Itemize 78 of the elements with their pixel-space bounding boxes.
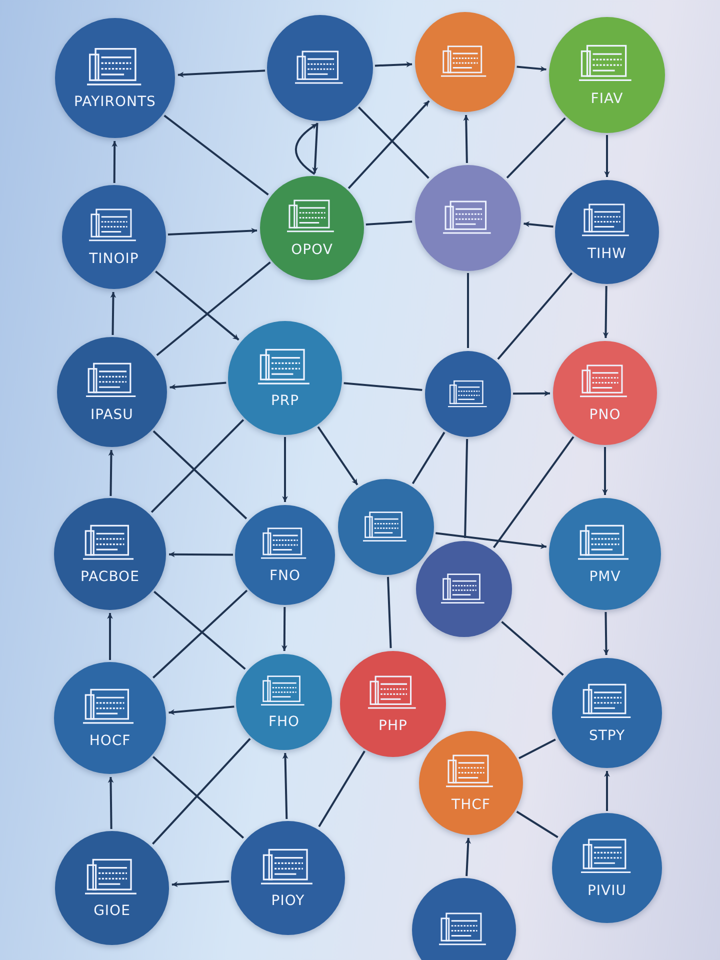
node-label: FIAV bbox=[590, 90, 624, 107]
connector-line bbox=[516, 810, 558, 838]
arrow bbox=[463, 114, 470, 164]
connector-line bbox=[366, 220, 412, 226]
arrow bbox=[282, 752, 288, 820]
connector-line bbox=[518, 738, 556, 760]
arrow bbox=[436, 532, 547, 549]
icon-circle bbox=[415, 165, 521, 271]
node-label: STPY bbox=[588, 728, 626, 744]
arrow bbox=[604, 771, 610, 811]
arrow bbox=[112, 141, 118, 183]
connector-line bbox=[152, 756, 244, 839]
connector-line bbox=[150, 419, 244, 513]
connector-line bbox=[501, 621, 564, 676]
arrow bbox=[110, 292, 116, 336]
arrow bbox=[374, 62, 412, 68]
arrow bbox=[108, 776, 114, 830]
node-label: TIHW bbox=[587, 246, 627, 262]
connector-line bbox=[344, 382, 422, 391]
arrow bbox=[348, 100, 430, 189]
node-label: HOCF bbox=[89, 732, 131, 749]
node-label: PACBOE bbox=[80, 568, 140, 585]
connector-line bbox=[467, 273, 469, 348]
process-circle bbox=[419, 731, 523, 835]
connector-line bbox=[464, 438, 468, 538]
arrow bbox=[170, 382, 226, 390]
node-label: FHO bbox=[268, 714, 300, 730]
arrow bbox=[602, 286, 609, 338]
node-label: PIVIU bbox=[587, 882, 627, 899]
arrow bbox=[108, 450, 114, 496]
arrow bbox=[169, 551, 233, 558]
connector-line bbox=[164, 114, 269, 196]
arrow bbox=[312, 122, 318, 174]
node-label: PMV bbox=[589, 568, 621, 585]
arrow bbox=[603, 612, 610, 656]
arrow bbox=[281, 607, 288, 651]
arrow bbox=[317, 426, 358, 486]
connector-line bbox=[386, 576, 392, 648]
node-label: TINOIP bbox=[89, 250, 139, 267]
node-label: PRP bbox=[270, 393, 300, 410]
node-label: PNO bbox=[589, 406, 621, 423]
process-circle bbox=[236, 654, 332, 750]
connector-line bbox=[506, 117, 566, 179]
node-label: THCF bbox=[452, 796, 490, 813]
node-label: IPASU bbox=[90, 406, 134, 423]
node-label: FNO bbox=[269, 568, 301, 584]
connector-line bbox=[412, 432, 446, 484]
connector-line bbox=[358, 106, 430, 179]
connector-line bbox=[318, 750, 366, 828]
connector-line bbox=[497, 272, 573, 360]
arrow bbox=[282, 437, 288, 502]
icon-circle bbox=[425, 351, 511, 437]
arrow bbox=[178, 70, 266, 78]
connector-line bbox=[492, 436, 574, 548]
node-label: OPOV bbox=[291, 242, 333, 258]
process-circle bbox=[235, 505, 335, 605]
arrow bbox=[155, 270, 240, 341]
arrow bbox=[516, 66, 546, 72]
node-label: PAYIRONTS bbox=[74, 94, 156, 110]
arrow bbox=[294, 123, 318, 175]
arrow bbox=[604, 135, 610, 177]
node-label: PHP bbox=[378, 718, 408, 734]
arrow bbox=[524, 221, 554, 228]
arrow bbox=[172, 880, 230, 888]
connector-line bbox=[156, 261, 271, 356]
arrow bbox=[465, 838, 472, 876]
arrow bbox=[602, 447, 608, 495]
arrow bbox=[513, 390, 550, 396]
connector-line bbox=[152, 738, 251, 845]
arrow bbox=[107, 613, 113, 660]
icon-circle bbox=[412, 878, 516, 960]
icon-circle bbox=[338, 479, 434, 575]
icon-circle bbox=[416, 541, 512, 637]
connector-line bbox=[152, 430, 248, 520]
arrow bbox=[168, 706, 234, 715]
node-label: GIOE bbox=[94, 903, 130, 920]
arrow bbox=[168, 228, 258, 236]
node-label: PIOY bbox=[271, 893, 305, 910]
